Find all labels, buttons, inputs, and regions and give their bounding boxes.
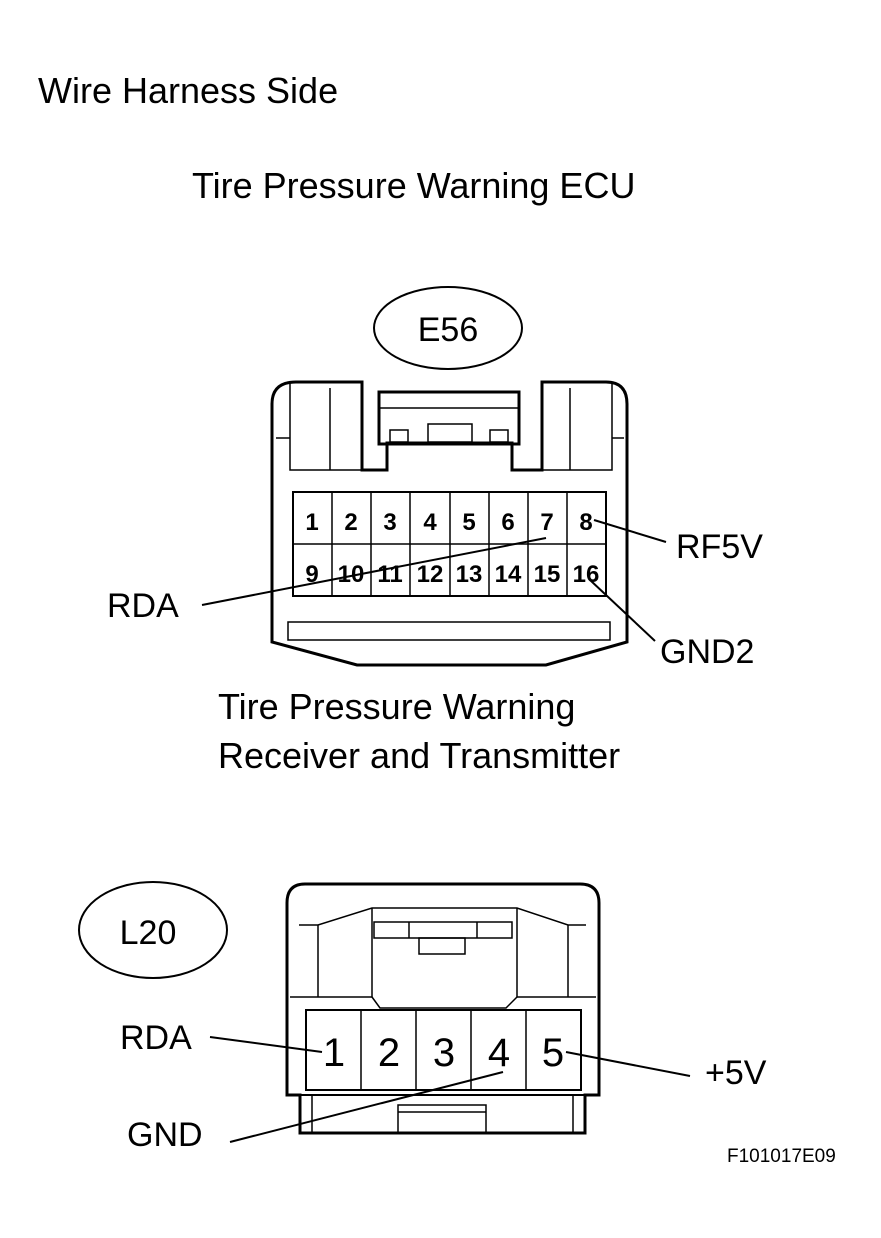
ecu-pin-12: 12 — [417, 561, 444, 588]
ecu-leader-lines — [201, 519, 667, 642]
ecu-pin-5: 5 — [462, 509, 475, 536]
receiver-connector-id: L20 — [120, 914, 177, 952]
receiver-connector-id-ellipse — [78, 881, 228, 979]
leader-rf5v — [593, 519, 667, 543]
ecu-pin-6: 6 — [501, 509, 514, 536]
receiver-pin-1: 1 — [323, 1031, 345, 1075]
figure-code: F101017E09 — [727, 1146, 836, 1167]
ecu-title: Tire Pressure Warning ECU — [192, 165, 636, 206]
label-gnd2: GND2 — [660, 633, 755, 671]
ecu-pin-11: 11 — [377, 561, 402, 588]
ecu-pin-14: 14 — [495, 561, 522, 588]
leader-plus5v — [565, 1051, 691, 1077]
label-rda-ecu: RDA — [107, 587, 179, 625]
leader-gnd2 — [589, 579, 656, 642]
ecu-pin-9: 9 — [305, 561, 318, 588]
ecu-pin-7: 7 — [540, 509, 553, 536]
receiver-title-line2: Receiver and Transmitter — [218, 735, 621, 776]
receiver-pin-5: 5 — [542, 1031, 564, 1075]
ecu-connector-id-ellipse — [373, 286, 523, 370]
ecu-pins: 1 2 3 4 5 6 7 8 9 10 11 12 13 14 15 16 — [305, 509, 599, 588]
label-gnd: GND — [127, 1116, 203, 1154]
leader-rda-ecu — [201, 537, 547, 606]
receiver-pin-4: 4 — [488, 1031, 510, 1075]
receiver-pin-2: 2 — [378, 1031, 400, 1075]
leader-rda-receiver — [209, 1036, 323, 1053]
receiver-pin-3: 3 — [433, 1031, 455, 1075]
receiver-title-line1: Tire Pressure Warning — [218, 686, 576, 727]
ecu-connector-body — [270, 380, 629, 667]
ecu-pin-4: 4 — [423, 509, 437, 536]
ecu-pin-3: 3 — [383, 509, 396, 536]
ecu-pin-15: 15 — [534, 561, 561, 588]
ecu-connector-id: E56 — [418, 311, 479, 349]
receiver-leader-lines — [209, 1036, 691, 1143]
ecu-pin-1: 1 — [305, 509, 318, 536]
receiver-pins: 1 2 3 4 5 — [323, 1031, 564, 1075]
leader-gnd — [229, 1071, 504, 1143]
ecu-pin-13: 13 — [456, 561, 483, 588]
label-rda-receiver: RDA — [120, 1019, 192, 1057]
ecu-pin-8: 8 — [579, 509, 592, 536]
label-rf5v: RF5V — [676, 528, 763, 566]
receiver-connector-body — [285, 882, 601, 1135]
header-title: Wire Harness Side — [38, 70, 339, 111]
label-plus5v: +5V — [705, 1054, 767, 1092]
ecu-pin-2: 2 — [344, 509, 357, 536]
